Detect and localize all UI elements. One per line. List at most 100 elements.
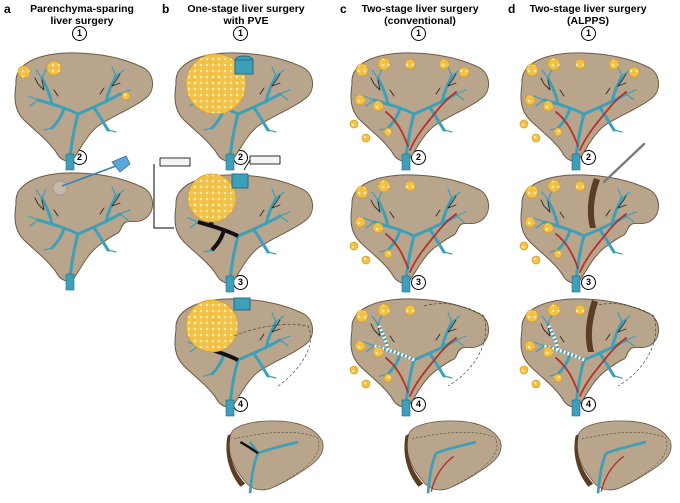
panel-a-title-line2: liver surgery xyxy=(50,15,114,27)
tumour-icon xyxy=(574,58,586,70)
tumour-icon xyxy=(531,255,541,265)
panel-b-step-4-liver xyxy=(226,420,324,494)
panel-a-title-line1: Parenchyma-sparing xyxy=(30,3,134,15)
tumour-icon xyxy=(531,379,541,389)
tumour-icon xyxy=(547,303,561,317)
tumour-icon xyxy=(372,346,384,358)
tumour-icon xyxy=(547,57,561,71)
panel-c-step-3-liver xyxy=(349,298,490,417)
panel-d-step-1-liver xyxy=(519,52,660,171)
tumour-icon xyxy=(542,100,554,112)
tumour-icon xyxy=(121,91,131,101)
panel-d-title: Two-stage liver surgery (ALPPS) xyxy=(518,3,658,27)
tumour-icon xyxy=(383,249,393,259)
panel-c-step-3: 3 xyxy=(411,275,426,290)
panel-d-step-2-liver xyxy=(519,142,660,293)
tumour-icon xyxy=(377,179,391,193)
panel-c-step-4-liver xyxy=(404,420,502,494)
panel-d-step-1: 1 xyxy=(581,26,596,41)
tumour-icon xyxy=(349,119,359,129)
portal-vein-icon xyxy=(542,196,628,282)
panel-b-step-3-liver xyxy=(174,297,314,417)
tumour-icon xyxy=(542,222,554,234)
tumour-icon xyxy=(525,63,539,77)
liver-icon xyxy=(520,174,660,284)
panel-a-step-2-liver xyxy=(14,155,154,291)
tumour-icon xyxy=(354,340,366,352)
tumour-icon xyxy=(553,127,563,137)
tumour-icon xyxy=(524,340,536,352)
panel-d-step-3-liver xyxy=(519,298,660,417)
liver-icon xyxy=(350,174,490,284)
panel-d-title-line1: Two-stage liver surgery xyxy=(529,3,647,15)
tumour-icon xyxy=(458,66,470,78)
tumour-icon xyxy=(187,173,237,223)
tumour-icon xyxy=(185,53,247,115)
panel-c-title: Two-stage liver surgery (conventional) xyxy=(350,3,490,27)
panel-d-step-2: 2 xyxy=(581,150,596,165)
tumour-icon xyxy=(361,133,371,143)
panel-d-letter: d xyxy=(508,2,516,16)
panel-a-title: Parenchyma-sparing liver surgery xyxy=(22,3,142,27)
panel-d-title-line2: (ALPPS) xyxy=(567,15,609,27)
liver-icon xyxy=(228,420,324,491)
tumour-icon xyxy=(46,60,62,76)
tumour-icon xyxy=(361,379,371,389)
liver-icon xyxy=(576,420,672,491)
tumour-icon xyxy=(628,66,640,78)
panel-a-step-1-liver xyxy=(14,52,154,171)
scalpel-icon xyxy=(602,142,646,184)
tumour-icon xyxy=(377,303,391,317)
panel-c-step-4: 4 xyxy=(411,397,426,412)
portal-vein-icon xyxy=(36,194,122,280)
tumour-icon xyxy=(531,133,541,143)
tumour-icon xyxy=(553,373,563,383)
panel-c-step-2: 2 xyxy=(411,150,426,165)
tumour-icon xyxy=(355,63,369,77)
tumour-icon xyxy=(438,58,450,70)
tumour-icon xyxy=(354,94,366,106)
panel-c-title-line2: (conventional) xyxy=(384,15,456,27)
tumour-icon xyxy=(361,255,371,265)
panel-d-step-3: 3 xyxy=(581,275,596,290)
tumour-icon xyxy=(355,185,369,199)
panel-b-title: One-stage liver surgery with PVE xyxy=(176,3,316,27)
tumour-icon xyxy=(372,100,384,112)
liver-icon xyxy=(14,52,154,162)
panel-c-letter: c xyxy=(340,2,347,16)
tumour-icon xyxy=(17,65,31,79)
panel-b-letter: b xyxy=(162,2,170,16)
portal-vein-icon xyxy=(36,74,122,160)
tumour-icon xyxy=(404,180,416,192)
panel-a-letter: a xyxy=(4,2,11,16)
tumour-icon xyxy=(383,373,393,383)
panel-c-step-1: 1 xyxy=(411,26,426,41)
tumour-icon xyxy=(519,365,529,375)
portal-vein-icon xyxy=(372,74,458,160)
tumour-icon xyxy=(574,180,586,192)
tumour-icon xyxy=(404,58,416,70)
panel-b-step-1-liver xyxy=(174,52,314,171)
panel-c-step-1-liver xyxy=(349,52,490,171)
panel-d-step-4: 4 xyxy=(581,397,596,412)
tumour-icon xyxy=(349,365,359,375)
tumour-icon xyxy=(553,249,563,259)
tumour-icon xyxy=(524,94,536,106)
tumour-icon xyxy=(525,185,539,199)
tumour-icon xyxy=(608,58,620,70)
liver-icon xyxy=(406,420,502,491)
tumour-icon xyxy=(547,179,561,193)
ablation-probe-icon xyxy=(61,165,117,187)
panel-a-step-1: 1 xyxy=(72,26,87,41)
tumour-icon xyxy=(524,216,536,228)
liver-icon xyxy=(14,172,154,282)
tumour-icon xyxy=(354,216,366,228)
portal-vein-icon xyxy=(542,74,628,160)
panel-b-step-2-liver xyxy=(153,155,314,293)
tumour-icon xyxy=(542,346,554,358)
liver-icon xyxy=(350,298,490,408)
panel-b-title-line1: One-stage liver surgery xyxy=(187,3,305,15)
panel-c-title-line1: Two-stage liver surgery xyxy=(361,3,479,15)
